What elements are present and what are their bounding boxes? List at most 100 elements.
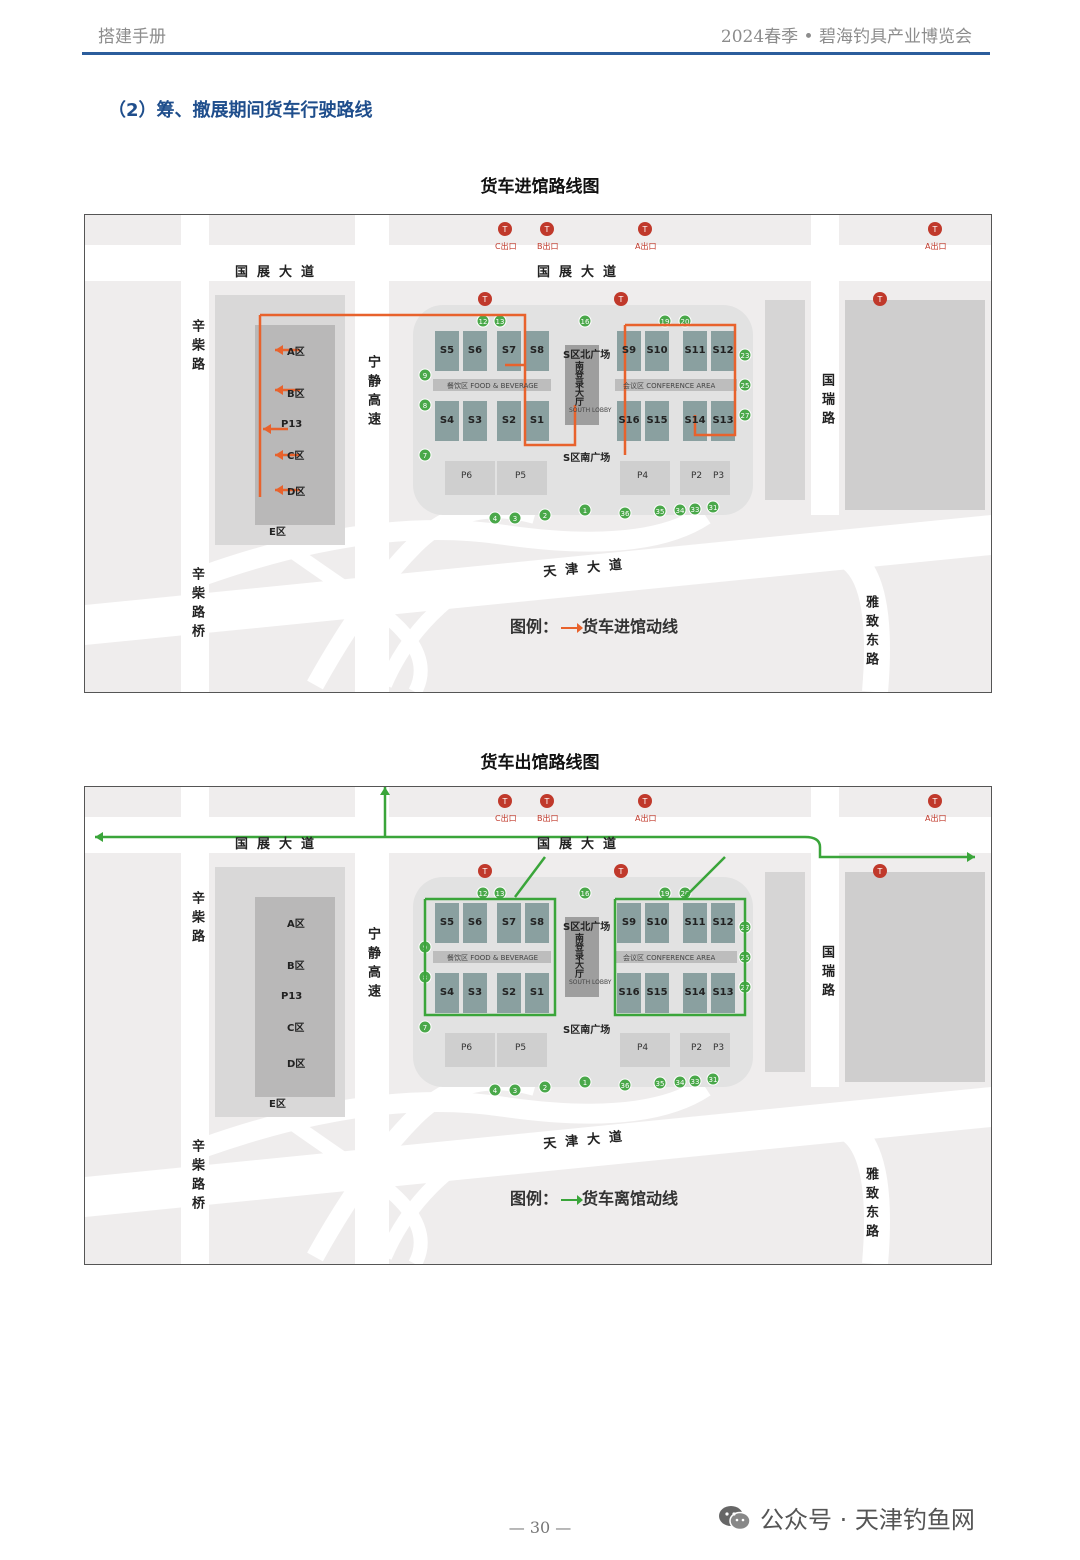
road-label-xinchai: 辛柴路 [189, 319, 204, 376]
svg-text:T: T [877, 295, 883, 304]
hall-label: S7 [501, 345, 517, 356]
svg-text:3: 3 [513, 515, 517, 523]
legend-text: 货车进馆动线 [582, 617, 679, 636]
hall-label: S1 [529, 987, 545, 998]
svg-text:23: 23 [741, 352, 750, 360]
svg-text:9: 9 [423, 372, 427, 380]
hall-label: S12 [712, 917, 734, 928]
exit-c-label: C出口 [495, 242, 517, 251]
hall-label: S11 [684, 345, 706, 356]
svg-text:35: 35 [656, 508, 665, 516]
road-label-xinchai: 辛柴路 [189, 891, 204, 948]
exit-a-label: A出口 [925, 242, 947, 251]
svg-text:1: 1 [583, 1079, 587, 1087]
food-area-label: 餐饮区 FOOD & BEVERAGE [447, 382, 539, 390]
parking-p6: P6 [461, 471, 473, 481]
parking-p5: P5 [515, 471, 527, 481]
svg-text:T: T [932, 225, 938, 234]
legend-arrow-icon [561, 622, 584, 633]
p13-label: P13 [281, 991, 303, 1002]
parking-p2: P2 [691, 1043, 703, 1053]
svg-text:31: 31 [709, 504, 718, 512]
map-title-exit: 货车出馆路线图 [480, 753, 600, 773]
svg-text:8: 8 [423, 402, 427, 410]
svg-text:2: 2 [543, 512, 547, 520]
hall-label: S8 [529, 917, 545, 928]
hall-label: S6 [467, 917, 483, 928]
map-legend: 图例：货车进馆动线 [510, 613, 678, 637]
watermark: 公众号 · 天津钓鱼网 [718, 1500, 975, 1535]
zone-d-label: D区 [287, 487, 306, 498]
svg-text:16: 16 [581, 890, 590, 898]
svg-text:2: 2 [543, 1084, 547, 1092]
road-label-ningjing: 宁静高速 [365, 355, 380, 431]
hall-label: S4 [439, 415, 455, 426]
road-label-guorui: 国瑞路 [819, 945, 834, 1002]
svg-text:35: 35 [656, 1080, 665, 1088]
parking-p3: P3 [713, 471, 725, 481]
zone-e-label: E区 [269, 1099, 286, 1110]
hall-label: S2 [501, 987, 517, 998]
svg-text:T: T [618, 867, 624, 876]
road-label-yazhi: 雅致东路 [863, 1167, 878, 1243]
hall-label: S3 [467, 987, 483, 998]
svg-text:20: 20 [681, 318, 690, 326]
hall-label: S9 [621, 345, 637, 356]
legend-arrow-icon [561, 1194, 584, 1205]
lobby-label: 南登录大厅 [573, 933, 583, 978]
zone-c-label: C区 [287, 1023, 305, 1034]
svg-text:T: T [502, 225, 508, 234]
svg-text:33: 33 [691, 1078, 700, 1086]
hall-label: S15 [646, 415, 668, 426]
parking-p3: P3 [713, 1043, 725, 1053]
header-divider [82, 52, 990, 55]
lobby-en-label: SOUTH LOBBY [569, 979, 612, 986]
svg-text:20: 20 [681, 890, 690, 898]
zone-d-label: D区 [287, 1059, 306, 1070]
svg-text:T: T [642, 225, 648, 234]
road-label-guozhan: 国展大道 [235, 837, 324, 852]
svg-text:T: T [482, 295, 488, 304]
svg-text:T: T [642, 797, 648, 806]
legend-prefix: 图例： [510, 1189, 559, 1208]
svg-text:7: 7 [423, 1024, 427, 1032]
south-plaza-label: S区南广场 [563, 453, 611, 464]
hall-label: S10 [646, 917, 668, 928]
svg-text:19: 19 [661, 318, 670, 326]
parking-p4: P4 [637, 1043, 649, 1053]
parking-p5: P5 [515, 1043, 527, 1053]
svg-text:T: T [502, 797, 508, 806]
svg-text:3: 3 [513, 1087, 517, 1095]
hall-label: S16 [618, 415, 640, 426]
exit-a-label: A出口 [635, 242, 657, 251]
hall-label: S5 [439, 917, 455, 928]
svg-text:4: 4 [493, 1087, 498, 1095]
svg-text:12: 12 [479, 318, 488, 326]
zone-b-label: B区 [287, 389, 305, 400]
svg-text:4: 4 [493, 515, 498, 523]
map-legend: 图例： 货车离馆动线 [510, 1185, 678, 1209]
svg-text:13: 13 [496, 890, 505, 898]
exit-b-label: B出口 [537, 814, 559, 823]
food-area-label: 餐饮区 FOOD & BEVERAGE [447, 954, 539, 962]
p13-label: P13 [281, 419, 303, 430]
south-plaza-label: S区南广场 [563, 1025, 611, 1036]
svg-text:34: 34 [676, 507, 685, 515]
header-right: 2024春季 • 碧海钓具产业博览会 [720, 27, 972, 47]
legend-text: 货车离馆动线 [582, 1189, 679, 1208]
road-label-xinchai-bridge: 辛柴路桥 [189, 567, 204, 643]
road-label-guorui: 国瑞路 [819, 373, 834, 430]
svg-text:25: 25 [741, 382, 750, 390]
hall-label: S4 [439, 987, 455, 998]
hall-label: S14 [684, 415, 706, 426]
hall-label: S9 [621, 917, 637, 928]
conference-area-label: 会议区 CONFERENCE AREA [623, 382, 716, 390]
svg-text:T: T [544, 797, 550, 806]
hall-label: S6 [467, 345, 483, 356]
zone-e-label: E区 [269, 527, 286, 538]
north-plaza-label: S区北广场 [563, 350, 611, 361]
svg-text:36: 36 [621, 1082, 630, 1090]
